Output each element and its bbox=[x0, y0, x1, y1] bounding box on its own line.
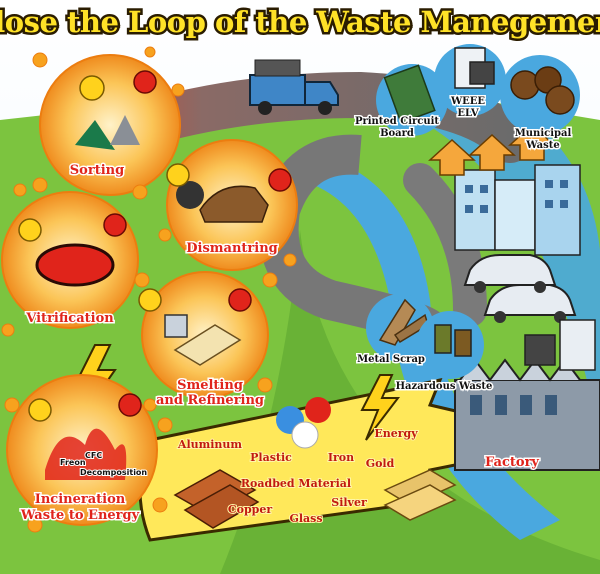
dismantring-bubble bbox=[166, 139, 298, 271]
weee-source-icon bbox=[434, 44, 506, 116]
factory-icon bbox=[454, 358, 600, 471]
label-glass: Glass bbox=[289, 512, 322, 525]
label-silver: Silver bbox=[331, 496, 367, 509]
label-energy: Energy bbox=[374, 427, 418, 440]
label-refinering: and Refinering bbox=[156, 393, 264, 408]
incineration-bubble bbox=[6, 374, 158, 526]
up-arrows-icon bbox=[428, 123, 556, 176]
city-buildings-icon bbox=[454, 164, 581, 256]
vitrification-bubble bbox=[1, 191, 139, 329]
label-pcb-line2: Board bbox=[380, 128, 414, 139]
label-smelting: Smelting bbox=[177, 378, 243, 393]
hazardous-waste-icon bbox=[416, 311, 484, 379]
smelting-bubble bbox=[138, 271, 269, 399]
label-aluminum: Aluminum bbox=[177, 438, 243, 451]
label-cfc: CFC bbox=[85, 451, 102, 460]
label-municipal: Municipal bbox=[515, 128, 572, 139]
label-decomposition: Decomposition bbox=[80, 468, 147, 477]
label-metal-scrap: Metal Scrap bbox=[357, 354, 425, 365]
label-gold: Gold bbox=[366, 457, 395, 470]
label-copper: Copper bbox=[228, 503, 272, 516]
label-iron: Iron bbox=[328, 451, 354, 464]
label-hazardous-waste: Hazardous Waste bbox=[396, 381, 493, 392]
gold-bar-icon bbox=[383, 469, 457, 521]
copper-plate-icon bbox=[173, 469, 260, 529]
label-pcb-line1: Printed Circuit bbox=[355, 116, 439, 127]
label-freon: Freon bbox=[60, 458, 86, 467]
label-dismantring: Dismantring bbox=[186, 241, 278, 256]
lightning-energy-icon bbox=[360, 374, 401, 441]
appliances-icon bbox=[524, 319, 596, 371]
bubble-dot-trail bbox=[1, 46, 297, 533]
plastic-pellets-icon bbox=[276, 397, 331, 449]
label-waste-to-energy: Waste to Energy bbox=[20, 508, 140, 523]
label-plastic: Plastic bbox=[250, 451, 292, 464]
label-vitrification: Vitrification bbox=[25, 311, 114, 326]
label-weee: WEEE bbox=[450, 96, 485, 107]
sorting-bubble bbox=[39, 54, 181, 196]
label-municipal-waste: Waste bbox=[525, 140, 559, 151]
municipal-source-icon bbox=[500, 55, 580, 135]
pcb-source-icon bbox=[376, 64, 448, 136]
label-elv: ELV bbox=[457, 108, 478, 119]
label-sorting: Sorting bbox=[70, 163, 124, 178]
label-incineration: Incineration bbox=[35, 492, 126, 507]
truck-icon bbox=[249, 59, 339, 115]
page-title: Close the Loop of the Waste Manegement bbox=[0, 5, 600, 39]
label-roadbed-material: Roadbed Material bbox=[241, 477, 351, 490]
label-factory: Factory bbox=[485, 455, 539, 470]
